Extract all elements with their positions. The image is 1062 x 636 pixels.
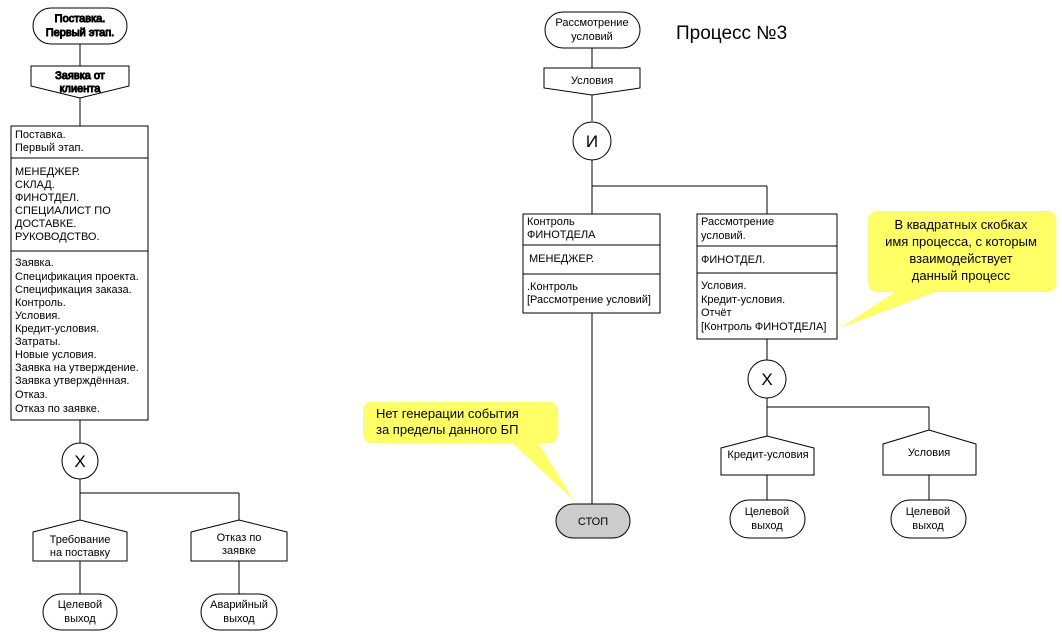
left-event-rejection-line-1: Отказ по xyxy=(217,532,262,544)
right-target-exit-1: Целевой выход xyxy=(729,499,806,539)
right-function-control: Контроль ФИНОТДЕЛА МЕНЕДЖЕР. .Контроль [… xyxy=(522,213,661,314)
left-role-1: МЕНЕДЖЕР. xyxy=(15,166,80,178)
right-target-exit-2-line-1: Целевой xyxy=(906,506,950,518)
left-doc-4: Контроль. xyxy=(15,297,66,309)
right-event-conditions: Условия xyxy=(543,67,641,96)
left-doc-3: Спецификация заказа. xyxy=(15,284,132,296)
left-start-node: Поставка. Первый этап. xyxy=(32,7,128,45)
left-doc-2: Спецификация проекта. xyxy=(15,271,139,283)
left-event-rejection: Отказ по заявке xyxy=(190,519,288,562)
left-doc-12: Отказ по заявке. xyxy=(15,403,100,415)
left-event-supply-line-2: на поставку xyxy=(50,547,111,559)
left-event-supply-request: Требование на поставку xyxy=(32,519,128,562)
right-func-b-role-1: ФИНОТДЕЛ. xyxy=(701,254,765,266)
left-emergency-exit-line-2: выход xyxy=(223,613,255,625)
left-start-line-2: Первый этап. xyxy=(46,27,115,39)
left-xor-label: X xyxy=(74,452,85,471)
left-doc-5: Условия. xyxy=(15,310,60,322)
left-doc-9: Заявка на утверждение. xyxy=(15,362,139,374)
left-target-exit-line-2: выход xyxy=(64,613,96,625)
right-func-b-doc-3: Отчёт xyxy=(701,307,731,319)
left-role-5: ДОСТАВКЕ. xyxy=(15,218,76,230)
left-event-request-line-2: клиента xyxy=(60,83,102,95)
right-func-a-role-1: МЕНЕДЖЕР. xyxy=(529,253,594,265)
left-doc-1: Заявка. xyxy=(15,257,54,269)
right-func-b-doc-2: Кредит-условия. xyxy=(701,294,785,306)
left-event-rejection-line-2: заявке xyxy=(222,545,256,557)
callout-brackets-line-2: имя процесса, с которым xyxy=(885,234,1037,249)
left-xor-operator: X xyxy=(61,442,99,480)
left-doc-7: Затраты. xyxy=(15,336,61,348)
right-function-review: Рассмотрение условий. ФИНОТДЕЛ. Условия.… xyxy=(696,213,838,340)
right-and-operator: И xyxy=(572,121,612,161)
stop-label: СТОП xyxy=(578,516,608,528)
process-title: Процесс №3 xyxy=(676,23,787,44)
callout-no-event: Нет генерации события за пределы данного… xyxy=(363,402,573,500)
left-doc-10: Заявка утверждённая. xyxy=(15,375,129,387)
right-start-node: Рассмотрение условий xyxy=(544,11,641,49)
right-func-a-doc-2: [Рассмотрение условий] xyxy=(527,294,651,306)
left-function-name-2: Первый этап. xyxy=(15,142,84,154)
right-func-b-name-1: Рассмотрение xyxy=(701,216,774,228)
left-doc-11: Отказ. xyxy=(15,389,48,401)
right-event-credit-label: Кредит-условия xyxy=(727,449,808,461)
right-event-conditions-label: Условия xyxy=(571,75,613,87)
right-start-line-1: Рассмотрение xyxy=(555,17,628,29)
left-event-supply-line-1: Требование xyxy=(50,534,111,546)
left-role-3: ФИНОТДЕЛ. xyxy=(15,192,79,204)
callout-brackets-line-1: В квадратных скобках xyxy=(894,217,1028,232)
left-doc-8: Новые условия. xyxy=(15,349,97,361)
right-func-a-doc-1: .Контроль xyxy=(527,281,578,293)
callout-no-event-line-1: Нет генерации события xyxy=(376,406,519,421)
right-event-credit-conditions: Кредит-условия xyxy=(720,435,815,476)
left-role-6: РУКОВОДСТВО. xyxy=(15,231,100,243)
connectors-left xyxy=(79,44,240,594)
left-doc-6: Кредит-условия. xyxy=(15,323,99,335)
right-target-exit-2-line-2: выход xyxy=(912,520,944,532)
left-event-request-line-1: Заявка от xyxy=(55,70,105,82)
right-target-exit-2: Целевой выход xyxy=(890,499,967,539)
left-role-2: СКЛАД. xyxy=(15,179,55,191)
right-and-label: И xyxy=(586,132,598,151)
callout-brackets-line-4: данный процесс xyxy=(912,268,1011,283)
left-target-exit-line-1: Целевой xyxy=(58,599,102,611)
left-event-request: Заявка от клиента xyxy=(30,65,130,99)
callout-brackets: В квадратных скобках имя процесса, с кот… xyxy=(840,211,1056,328)
right-func-b-doc-1: Условия. xyxy=(701,280,746,292)
right-event-conditions-2: Условия xyxy=(882,429,977,476)
left-start-line-1: Поставка. xyxy=(55,13,106,25)
left-target-exit: Целевой выход xyxy=(42,593,118,631)
right-xor-label: X xyxy=(761,370,772,389)
right-target-exit-1-line-1: Целевой xyxy=(745,506,789,518)
right-func-b-name-2: условий. xyxy=(701,230,746,242)
right-target-exit-1-line-2: выход xyxy=(751,520,783,532)
left-emergency-exit-line-1: Аварийный xyxy=(210,599,268,611)
right-func-a-name-2: ФИНОТДЕЛА xyxy=(527,229,596,241)
left-emergency-exit: Аварийный выход xyxy=(200,593,278,631)
callout-no-event-line-2: за пределы данного БП xyxy=(376,422,519,437)
right-func-a-name-1: Контроль xyxy=(527,216,575,228)
right-event-conditions-2-label: Условия xyxy=(908,447,950,459)
right-func-b-doc-4: [Контроль ФИНОТДЕЛА] xyxy=(701,321,826,333)
right-xor-operator: X xyxy=(747,359,787,399)
left-function-name-1: Поставка. xyxy=(15,129,66,141)
stop-node: СТОП xyxy=(555,503,631,539)
left-role-4: СПЕЦИАЛИСТ ПО xyxy=(15,205,111,217)
left-function-box: Поставка. Первый этап. МЕНЕДЖЕР. СКЛАД. … xyxy=(10,125,149,421)
connectors-right xyxy=(591,48,930,504)
right-start-line-2: условий xyxy=(571,31,613,43)
callout-brackets-line-3: взаимодействует xyxy=(909,251,1012,266)
